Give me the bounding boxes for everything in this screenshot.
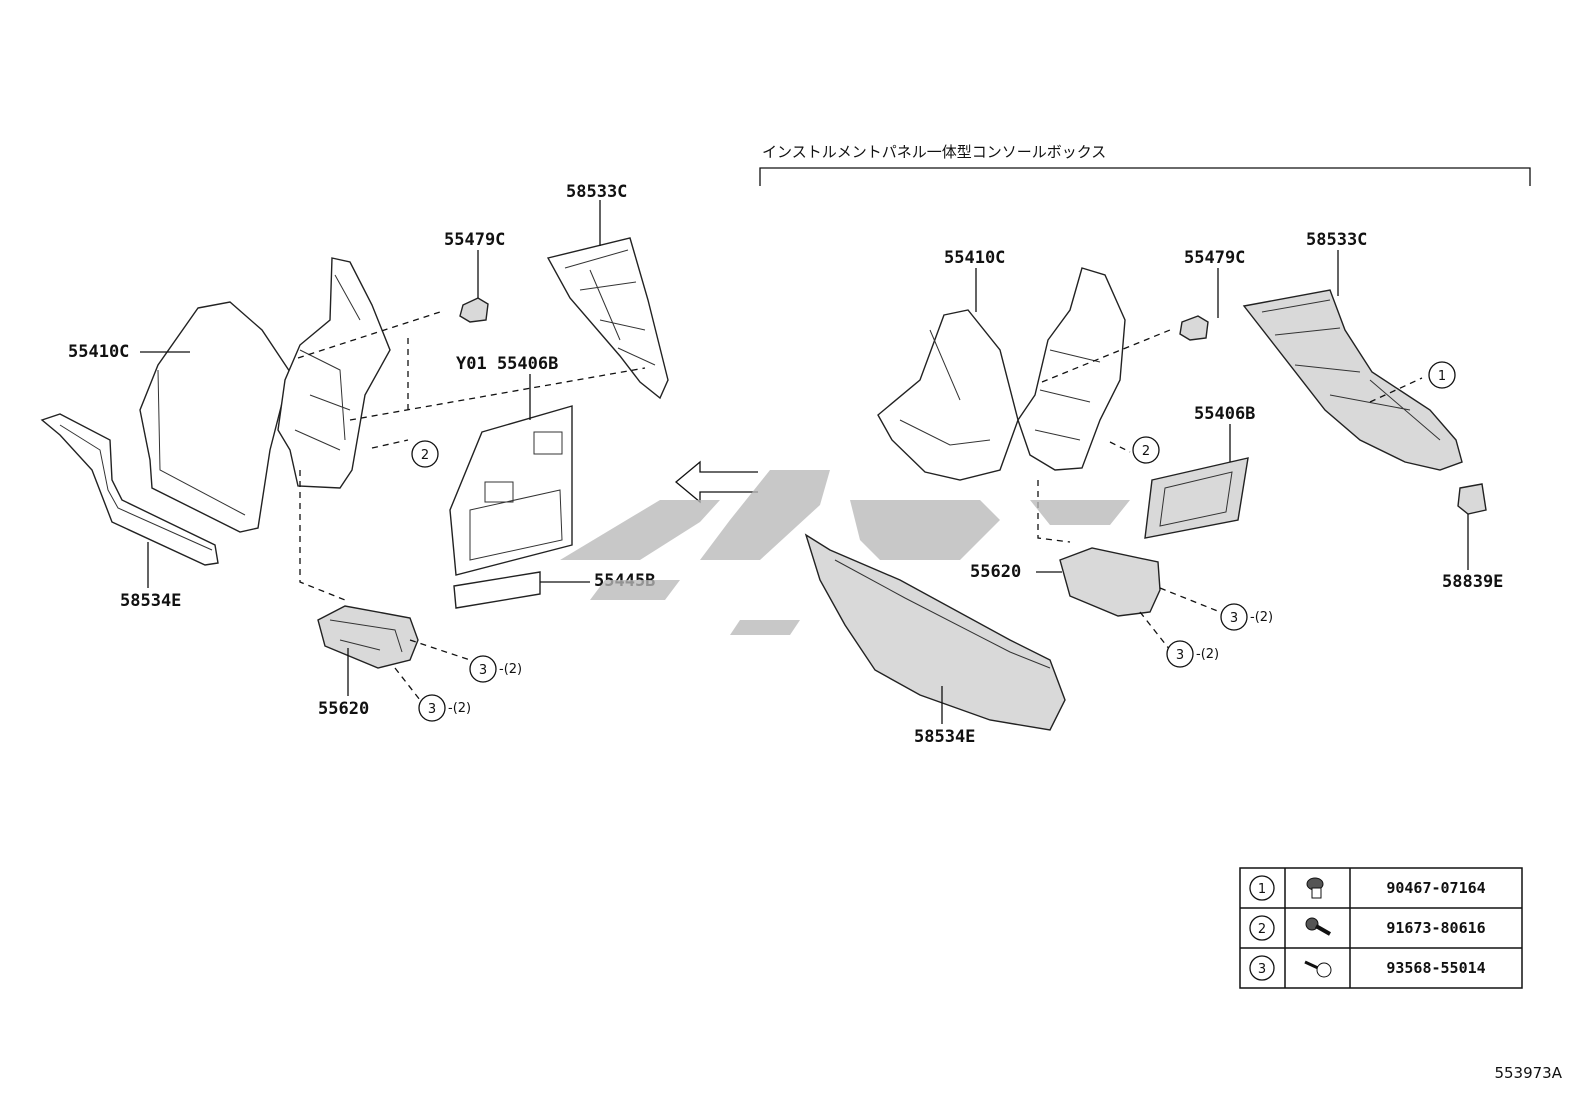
right-callout-1 <box>1428 361 1456 389</box>
clip-icon <box>1306 877 1324 899</box>
label-r-55479c: 55479C <box>1184 248 1245 268</box>
bolt-icon <box>1305 917 1331 936</box>
label-55620: 55620 <box>318 699 369 719</box>
svg-text:3: 3 <box>479 663 487 678</box>
label-r-55620: 55620 <box>970 562 1021 582</box>
label-r-58839e: 58839E <box>1442 572 1503 592</box>
left-panel-55410c <box>139 301 291 533</box>
label-r-58534e: 58534E <box>914 727 975 747</box>
label-58534e: 58534E <box>120 591 181 611</box>
svg-text:1: 1 <box>1438 369 1446 384</box>
right-panel-55410c <box>877 309 1019 481</box>
right-holder-55620 <box>1059 547 1161 617</box>
right-frame-55410c <box>1017 267 1126 471</box>
svg-text:3: 3 <box>428 702 436 717</box>
label-r-58533c: 58533C <box>1306 230 1367 250</box>
fastener-part-no-1: 90467-07164 <box>1386 879 1485 897</box>
svg-text:3: 3 <box>1230 611 1238 626</box>
right-panel-55406b <box>1144 457 1249 539</box>
fastener-row-3: 3 93568-55014 <box>1249 955 1486 981</box>
left-frame-55410c <box>277 257 391 489</box>
left-callout-2 <box>411 440 439 468</box>
label-55410c: 55410C <box>68 342 129 362</box>
label-55406b: Y01 55406B <box>456 354 558 374</box>
fastener-table: 1 90467-07164 2 91673-80616 3 93568-55 <box>1239 867 1523 989</box>
watermark-logo <box>560 470 1130 635</box>
label-58533c: 58533C <box>566 182 627 202</box>
right-qty-3b: -(2) <box>1196 647 1219 662</box>
label-r-55410c: 55410C <box>944 248 1005 268</box>
left-qty-3a: -(2) <box>499 662 522 677</box>
label-r-55406b: 55406B <box>1194 404 1255 424</box>
left-holder-55620 <box>317 605 419 669</box>
left-strip-55445b <box>453 571 541 609</box>
right-callout-3a <box>1220 603 1248 631</box>
header-note: インストルメントパネル一体型コンソールボックス <box>762 143 1106 161</box>
left-trim-58534e <box>40 413 219 566</box>
left-qty-3b: -(2) <box>448 701 471 716</box>
left-panel-55406b <box>449 405 573 576</box>
header-bracket <box>759 167 1531 186</box>
right-panel-58533c <box>1242 289 1463 471</box>
diagram-code: 553973A <box>1494 1064 1562 1082</box>
svg-text:2: 2 <box>1142 444 1150 459</box>
right-qty-3a: -(2) <box>1250 610 1273 625</box>
svg-text:3: 3 <box>1176 648 1184 663</box>
fastener-row-1: 1 90467-07164 <box>1249 875 1486 901</box>
right-trim-58534e <box>804 533 1066 731</box>
right-clip-55479c <box>1179 315 1209 341</box>
right-callout-3b <box>1166 640 1194 668</box>
direction-arrow-icon <box>674 460 758 504</box>
fastener-part-no-2: 91673-80616 <box>1386 919 1485 937</box>
screw-icon <box>1304 960 1332 978</box>
left-panel-58533c <box>546 237 669 400</box>
fastener-part-no-3: 93568-55014 <box>1386 959 1485 977</box>
svg-text:1: 1 <box>1258 882 1266 897</box>
svg-text:3: 3 <box>1258 962 1266 977</box>
left-clip-55479c <box>459 297 489 323</box>
fastener-row-2: 2 91673-80616 <box>1249 915 1486 941</box>
label-55479c: 55479C <box>444 230 505 250</box>
svg-text:2: 2 <box>421 448 429 463</box>
right-clip-58839e <box>1457 483 1487 515</box>
left-callout-3b <box>418 694 446 722</box>
left-callout-3a <box>469 655 497 683</box>
right-callout-2 <box>1132 436 1160 464</box>
svg-text:2: 2 <box>1258 922 1266 937</box>
